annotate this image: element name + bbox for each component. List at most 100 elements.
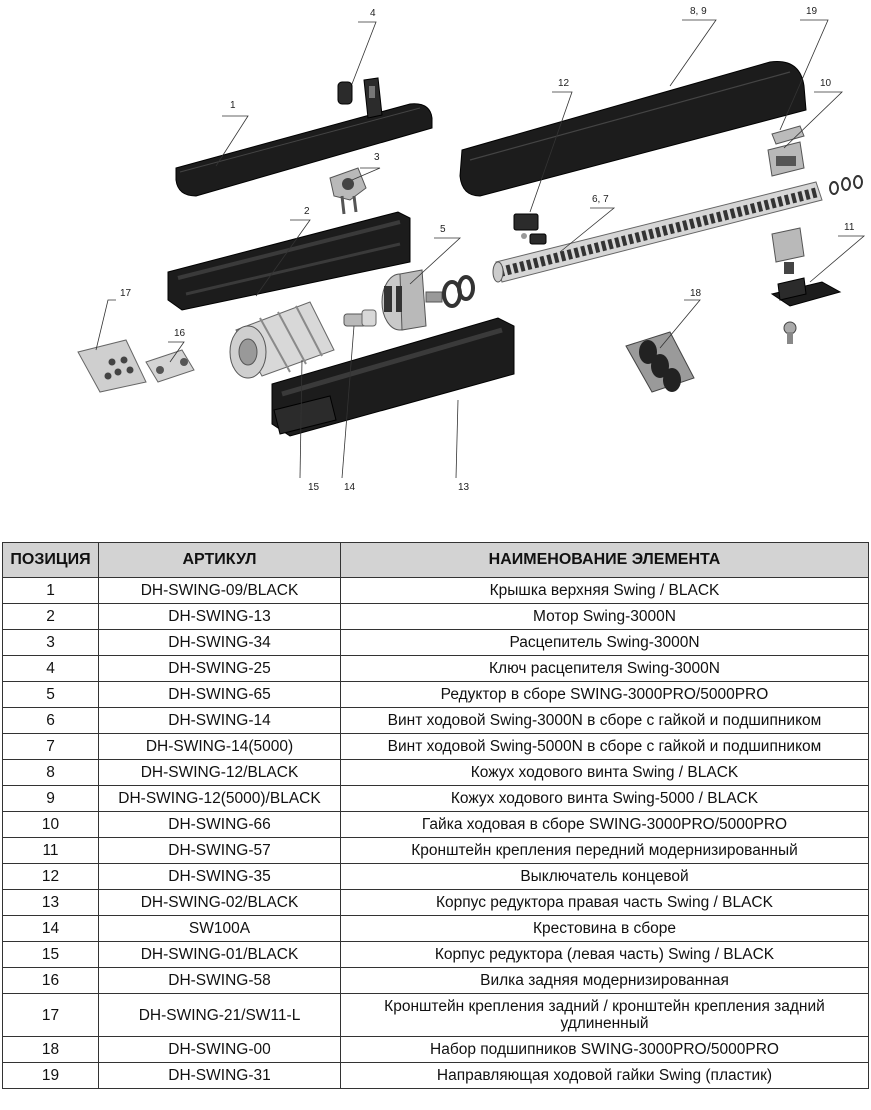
cell-sku: DH-SWING-65 <box>98 681 341 708</box>
part-13-right-housing <box>271 317 515 437</box>
part-5-gearbox <box>381 269 443 331</box>
callout-11: 11 <box>844 222 855 233</box>
callout-19: 19 <box>806 6 818 17</box>
cell-pos: 2 <box>2 603 99 630</box>
part-15-motor-body <box>229 301 335 379</box>
cell-name: Кронштейн крепления передний модернизиро… <box>340 837 869 864</box>
callout-3: 3 <box>374 152 380 163</box>
cell-pos: 19 <box>2 1062 99 1089</box>
callout-6-7: 6, 7 <box>592 194 609 205</box>
callout-8-9: 8, 9 <box>690 6 707 17</box>
cell-pos: 7 <box>2 733 99 760</box>
bearing-rings <box>442 275 475 308</box>
cell-pos: 4 <box>2 655 99 682</box>
cell-name: Крышка верхняя Swing / BLACK <box>340 577 869 604</box>
cell-sku: DH-SWING-31 <box>98 1062 341 1089</box>
part-12-limit-switch <box>513 213 547 245</box>
end-rings <box>829 175 863 195</box>
cell-name: Набор подшипников SWING-3000PRO/5000PRO <box>340 1036 869 1063</box>
callout-14: 14 <box>344 482 356 493</box>
cell-pos: 18 <box>2 1036 99 1063</box>
callout-1: 1 <box>230 100 236 111</box>
part-3-releaser <box>329 167 367 215</box>
cell-sku: DH-SWING-14 <box>98 707 341 734</box>
cell-sku: DH-SWING-14(5000) <box>98 733 341 760</box>
cell-sku: DH-SWING-13 <box>98 603 341 630</box>
cell-name: Кронштейн крепления задний / кронштейн к… <box>340 993 869 1037</box>
cell-name: Кожух ходового винта Swing / BLACK <box>340 759 869 786</box>
cell-sku: DH-SWING-25 <box>98 655 341 682</box>
callout-16: 16 <box>174 328 186 339</box>
callout-13: 13 <box>458 482 470 493</box>
cell-sku: SW100A <box>98 915 341 942</box>
cell-name: Корпус редуктора правая часть Swing / BL… <box>340 889 869 916</box>
cell-pos: 15 <box>2 941 99 968</box>
cell-name: Корпус редуктора (левая часть) Swing / B… <box>340 941 869 968</box>
cell-name: Выключатель концевой <box>340 863 869 890</box>
cell-sku: DH-SWING-12(5000)/BLACK <box>98 785 341 812</box>
callout-17: 17 <box>120 288 132 299</box>
cell-name: Расцепитель Swing-3000N <box>340 629 869 656</box>
leader-lines <box>95 19 866 479</box>
part-1-top-cover <box>175 103 433 197</box>
part-11-front-bracket <box>770 227 842 344</box>
cell-pos: 17 <box>2 993 99 1037</box>
cell-name: Мотор Swing-3000N <box>340 603 869 630</box>
cell-sku: DH-SWING-00 <box>98 1036 341 1063</box>
cell-pos: 13 <box>2 889 99 916</box>
cell-sku: DH-SWING-58 <box>98 967 341 994</box>
cell-pos: 5 <box>2 681 99 708</box>
cell-pos: 16 <box>2 967 99 994</box>
part-6-7-lead-screw <box>492 181 823 283</box>
cell-sku: DH-SWING-02/BLACK <box>98 889 341 916</box>
header-name: НАИМЕНОВАНИЕ ЭЛЕМЕНТА <box>340 542 869 578</box>
cell-pos: 9 <box>2 785 99 812</box>
callout-18: 18 <box>690 288 702 299</box>
cell-name: Направляющая ходовой гайки Swing (пласти… <box>340 1062 869 1089</box>
part-19-nut-guide <box>771 125 805 145</box>
table-header-row: ПОЗИЦИЯ АРТИКУЛ НАИМЕНОВАНИЕ ЭЛЕМЕНТА <box>2 542 869 578</box>
cell-pos: 3 <box>2 629 99 656</box>
cell-pos: 12 <box>2 863 99 890</box>
part-16-rear-fork <box>145 349 195 383</box>
cell-sku: DH-SWING-35 <box>98 863 341 890</box>
part-2-motor <box>167 211 411 311</box>
callout-5: 5 <box>440 224 446 235</box>
part-14-cross-coupling <box>343 309 377 327</box>
cell-sku: DH-SWING-66 <box>98 811 341 838</box>
callout-2: 2 <box>304 206 310 217</box>
cell-name: Гайка ходовая в сборе SWING-3000PRO/5000… <box>340 811 869 838</box>
callout-4: 4 <box>370 8 376 19</box>
part-8-9-screw-cover <box>459 61 807 197</box>
cell-pos: 14 <box>2 915 99 942</box>
cell-sku: DH-SWING-01/BLACK <box>98 941 341 968</box>
cell-pos: 1 <box>2 577 99 604</box>
part-10-drive-nut <box>767 141 805 177</box>
cell-pos: 11 <box>2 837 99 864</box>
callout-15: 15 <box>308 482 320 493</box>
cell-pos: 8 <box>2 759 99 786</box>
cell-sku: DH-SWING-12/BLACK <box>98 759 341 786</box>
cell-name: Вилка задняя модернизированная <box>340 967 869 994</box>
callout-10: 10 <box>820 78 832 89</box>
cell-sku: DH-SWING-21/SW11-L <box>98 993 341 1037</box>
cell-name: Винт ходовой Swing-5000N в сборе с гайко… <box>340 733 869 760</box>
